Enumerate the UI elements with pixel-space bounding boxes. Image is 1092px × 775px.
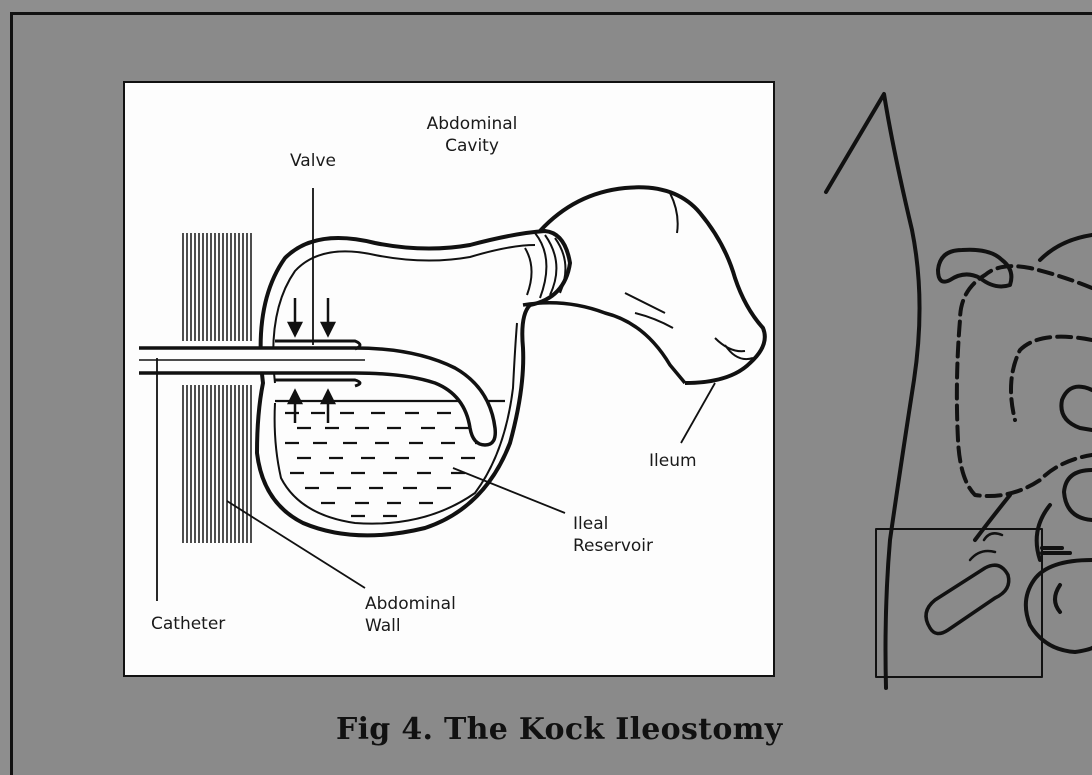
intestine-loops xyxy=(1061,387,1092,430)
colon-dashed-outline xyxy=(957,266,1092,496)
kock-ileostomy-diagram xyxy=(125,83,773,675)
ileal-reservoir-pouch xyxy=(257,231,570,535)
label-abdominal-wall: Abdominal Wall xyxy=(365,593,456,637)
stoma-tube xyxy=(926,565,1009,633)
abdominal-wall-shape xyxy=(183,233,251,543)
figure-caption: Fig 4. The Kock Ileostomy xyxy=(336,712,782,747)
label-valve: Valve xyxy=(275,150,351,172)
kock-ileostomy-diagram-panel: Abdominal Cavity Valve Ileum Ileal Reser… xyxy=(123,81,775,677)
label-ileum: Ileum xyxy=(649,450,697,472)
ileum-leader xyxy=(681,383,715,443)
label-abdominal-cavity: Abdominal Cavity xyxy=(417,113,527,157)
label-catheter: Catheter xyxy=(151,613,225,635)
stoma-inset-box xyxy=(876,529,1042,677)
torso-outline xyxy=(826,94,920,688)
label-ileal-reservoir: Ileal Reservoir xyxy=(573,513,653,557)
